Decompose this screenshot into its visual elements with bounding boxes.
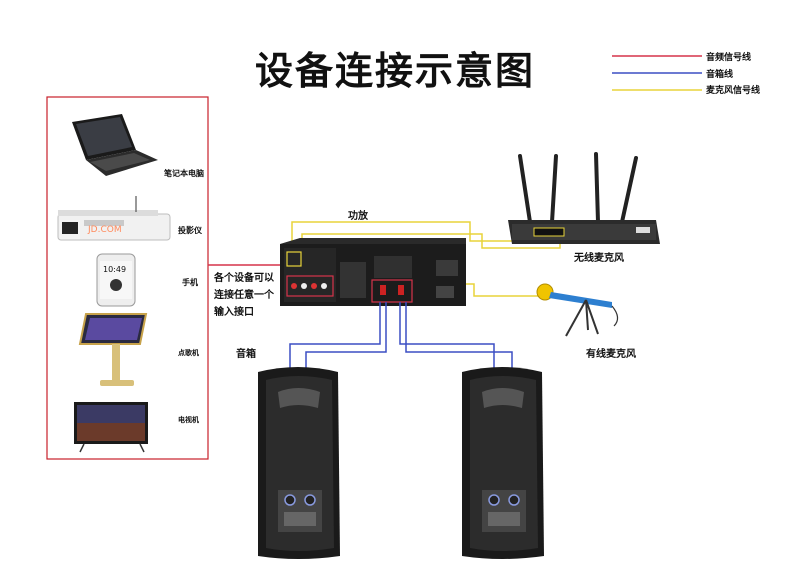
legend-audio-label: 音频信号线 bbox=[706, 53, 752, 63]
speakers-label: 音箱 bbox=[236, 349, 256, 360]
projector-label: 投影仪 bbox=[178, 226, 202, 235]
tv-label: 电视机 bbox=[178, 416, 199, 424]
phone-icon: 10:49 bbox=[96, 253, 136, 307]
kiosk-icon bbox=[78, 313, 148, 386]
input-note-line-3: 输入接口 bbox=[214, 307, 254, 318]
input-note-line-2: 连接任意一个 bbox=[214, 290, 274, 301]
phone-time-text: 10:49 bbox=[103, 265, 126, 274]
wireless-mic-line-b bbox=[301, 232, 561, 249]
svg-text:JD.COM: JD.COM bbox=[87, 225, 122, 235]
input-note: 各个设备可以 连接任意一个 输入接口 bbox=[214, 270, 274, 321]
amplifier-unit bbox=[280, 238, 466, 306]
legend-speaker-label: 音箱线 bbox=[706, 70, 734, 80]
phone-label: 手机 bbox=[182, 278, 198, 287]
laptop-label: 笔记本电脑 bbox=[164, 169, 204, 178]
kiosk-label: 点歌机 bbox=[178, 349, 199, 357]
wired-mic-label: 有线麦克风 bbox=[586, 349, 636, 360]
projector-icon: JD.COM bbox=[57, 196, 171, 241]
legend-mic-label: 麦克风信号线 bbox=[706, 86, 761, 96]
amplifier-label: 功放 bbox=[348, 211, 368, 222]
source-devices-frame bbox=[46, 96, 209, 460]
speaker-left bbox=[258, 367, 340, 559]
speaker-right bbox=[462, 367, 544, 559]
wireless-receiver bbox=[508, 152, 660, 244]
wireless-mic-label: 无线麦克风 bbox=[574, 253, 624, 264]
tv-icon bbox=[74, 402, 148, 453]
input-note-line-1: 各个设备可以 bbox=[214, 273, 274, 284]
wireless-mic-line-a bbox=[291, 221, 538, 244]
laptop-icon bbox=[72, 114, 158, 176]
diagram-title: 设备连接示意图 bbox=[254, 49, 535, 93]
wired-microphone bbox=[536, 283, 619, 337]
